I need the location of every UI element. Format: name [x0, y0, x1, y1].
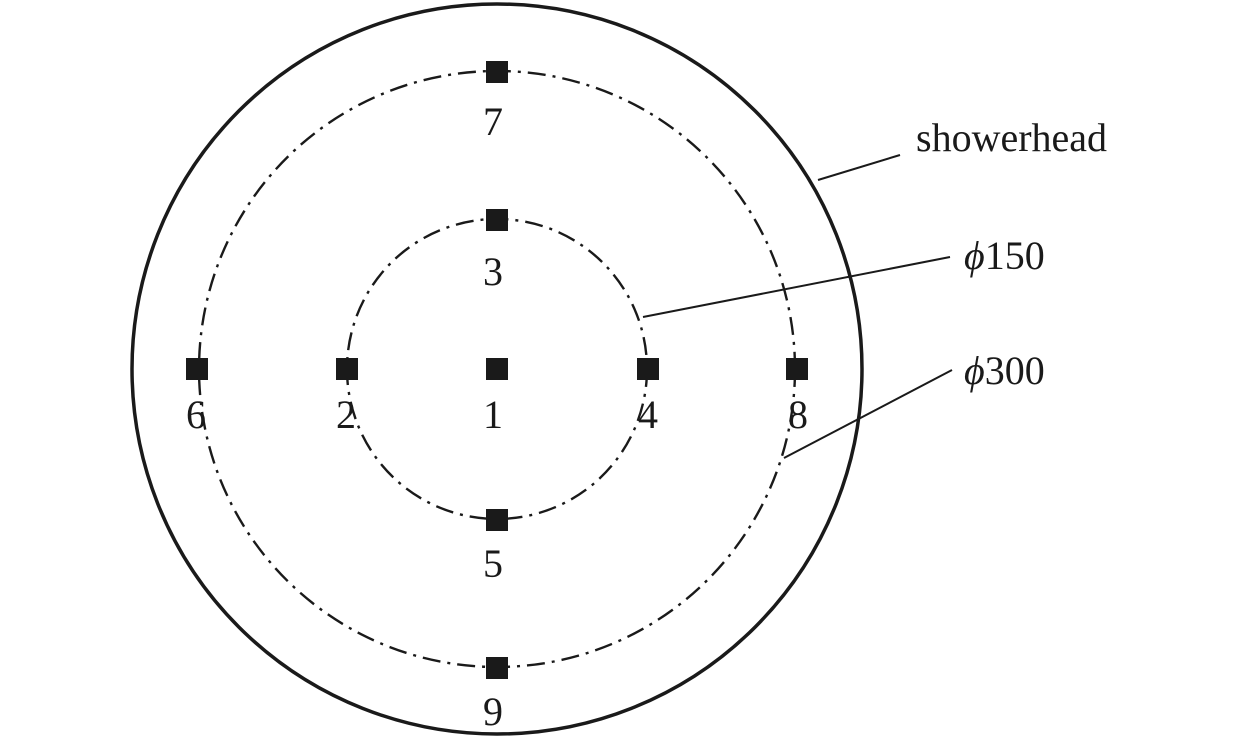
showerhead-leader-line — [817, 154, 901, 181]
point-label-7: 7 — [483, 99, 503, 144]
point-marker-3 — [486, 209, 508, 231]
outer-diameter-value: 300 — [985, 348, 1045, 393]
outer-diameter-leader-line — [783, 369, 953, 459]
point-marker-2 — [336, 358, 358, 380]
outer-diameter-label: ϕ300 — [964, 348, 1045, 393]
inner-diameter-phi-symbol: ϕ — [964, 233, 985, 278]
point-label-9: 9 — [483, 689, 503, 734]
point-marker-1 — [486, 358, 508, 380]
showerhead-outline — [130, 2, 864, 736]
point-label-5: 5 — [483, 541, 503, 586]
inner-diameter-leader-line — [642, 256, 951, 318]
point-label-6: 6 — [186, 392, 206, 437]
point-marker-8 — [786, 358, 808, 380]
point-label-8: 8 — [788, 392, 808, 437]
inner-diameter-value: 150 — [985, 233, 1045, 278]
point-label-4: 4 — [638, 392, 658, 437]
point-marker-7 — [486, 61, 508, 83]
point-label-3: 3 — [483, 249, 503, 294]
point-marker-5 — [486, 509, 508, 531]
point-marker-4 — [637, 358, 659, 380]
point-marker-9 — [486, 657, 508, 679]
outer-diameter-phi-symbol: ϕ — [964, 348, 985, 393]
inner-diameter-label: ϕ150 — [964, 233, 1045, 278]
point-label-1: 1 — [483, 392, 503, 437]
showerhead-label: showerhead — [916, 115, 1107, 160]
point-label-2: 2 — [336, 392, 356, 437]
point-marker-6 — [186, 358, 208, 380]
